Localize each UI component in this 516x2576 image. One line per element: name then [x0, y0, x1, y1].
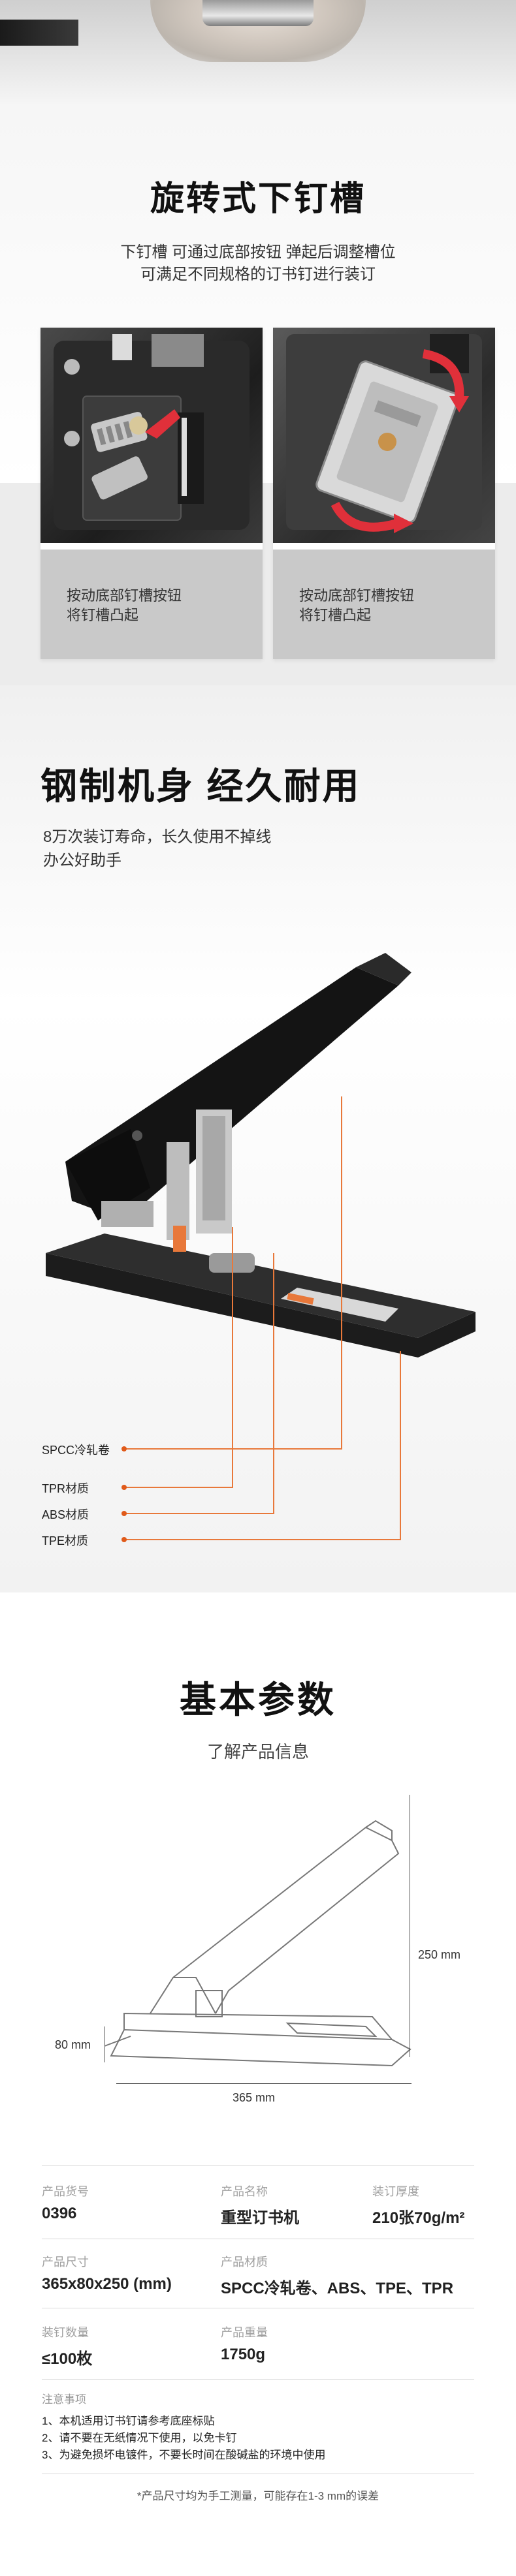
stapler-line-drawing [104, 1820, 411, 2067]
dim-width-label: 80 mm [55, 2038, 91, 2051]
callout-dot-tpe [121, 1537, 127, 1542]
dim-height-label: 250 mm [418, 1948, 461, 1961]
card-2-photo [273, 328, 495, 543]
heavy-stapler-photo [46, 953, 476, 1358]
param-label-material: 产品材质 [221, 2256, 268, 2269]
notes-title: 注意事项 [42, 2393, 86, 2406]
callout-line-spcc-h [124, 1448, 342, 1450]
param-label-thickness: 装订厚度 [372, 2185, 419, 2198]
param-label-weight: 产品重量 [221, 2326, 268, 2339]
note-item-2: 2、请不要在无纸情况下使用，以免卡钉 [42, 2432, 237, 2444]
params-divider-4 [42, 2379, 474, 2380]
stapler-logo-strip [0, 20, 78, 46]
material-label-abs: ABS材质 [42, 1508, 89, 1521]
param-value-sku: 0396 [42, 2205, 77, 2222]
param-value-weight: 1750g [221, 2346, 266, 2363]
steel-body-subtitle-line2: 办公好助手 [43, 852, 121, 869]
param-value-thickness: 210张70g/m² [372, 2209, 465, 2227]
param-value-name: 重型订书机 [221, 2209, 299, 2227]
card-1-photo [40, 328, 263, 543]
callout-line-abs-v [273, 1253, 274, 1514]
callout-dot-spcc [121, 1446, 127, 1451]
callout-dot-tpr [121, 1485, 127, 1490]
param-value-size: 365x80x250 (mm) [42, 2275, 172, 2293]
channel-button-illustration [54, 334, 250, 530]
card-2-caption-line2: 将钉槽凸起 [299, 607, 372, 623]
material-label-spcc: SPCC冷轧卷 [42, 1444, 110, 1457]
param-label-name: 产品名称 [221, 2185, 268, 2198]
stapler-top-metal-photo [202, 0, 314, 26]
callout-line-abs-h [124, 1513, 274, 1514]
note-item-1: 1、本机适用订书钉请参考底座标贴 [42, 2415, 215, 2427]
size-footnote: *产品尺寸均为手工测量，可能存在1-3 mm的误差 [137, 2490, 379, 2502]
callout-dot-abs [121, 1511, 127, 1516]
rotating-subtitle-line1: 下钉槽 可通过底部按钮 弹起后调整槽位 [120, 243, 396, 261]
card-1-caption-line1: 按动底部钉槽按钮 [67, 587, 182, 604]
material-label-tpr: TPR材质 [42, 1482, 89, 1495]
callout-line-tpe-h [124, 1539, 401, 1540]
param-label-size: 产品尺寸 [42, 2256, 89, 2269]
material-label-tpe: TPE材质 [42, 1534, 89, 1547]
callout-line-tpr-v [232, 1227, 233, 1488]
card-1-caption-bg [40, 550, 263, 659]
steel-body-subtitle-line1: 8万次装订寿命，长久使用不掉线 [43, 828, 272, 846]
steel-body-title: 钢制机身 经久耐用 [40, 766, 361, 807]
param-value-capacity: ≤100枚 [42, 2350, 93, 2368]
rotating-title: 旋转式下钉槽 [150, 180, 366, 218]
card-1-caption-line2: 将钉槽凸起 [67, 607, 139, 623]
card-2-caption-line1: 按动底部钉槽按钮 [299, 587, 415, 604]
param-value-material: SPCC冷轧卷、ABS、TPE、TPR [221, 2280, 454, 2297]
channel-rotate-illustration [286, 334, 482, 533]
note-item-3: 3、为避免损坏电镀件，不要长时间在酸碱盐的环境中使用 [42, 2449, 326, 2461]
feature-card-2: 按动底部钉槽按钮 将钉槽凸起 [273, 328, 495, 659]
param-label-sku: 产品货号 [42, 2185, 89, 2198]
dim-line-length [116, 2083, 411, 2084]
feature-card-1: 按动底部钉槽按钮 将钉槽凸起 [40, 328, 263, 659]
params-divider-1 [42, 2165, 474, 2166]
callout-line-tpr-h [124, 1487, 233, 1488]
params-title: 基本参数 [180, 1679, 336, 1720]
param-label-capacity: 装钉数量 [42, 2326, 89, 2339]
rotating-subtitle-line2: 可满足不同规格的订书钉进行装订 [140, 266, 376, 283]
callout-line-spcc-v [341, 1096, 342, 1449]
callout-line-tpe-v [400, 1351, 401, 1540]
section-steel-body [0, 685, 516, 1592]
dim-length-label: 365 mm [233, 2091, 276, 2104]
params-subtitle: 了解产品信息 [206, 1742, 309, 1761]
card-2-caption-bg [273, 550, 495, 659]
